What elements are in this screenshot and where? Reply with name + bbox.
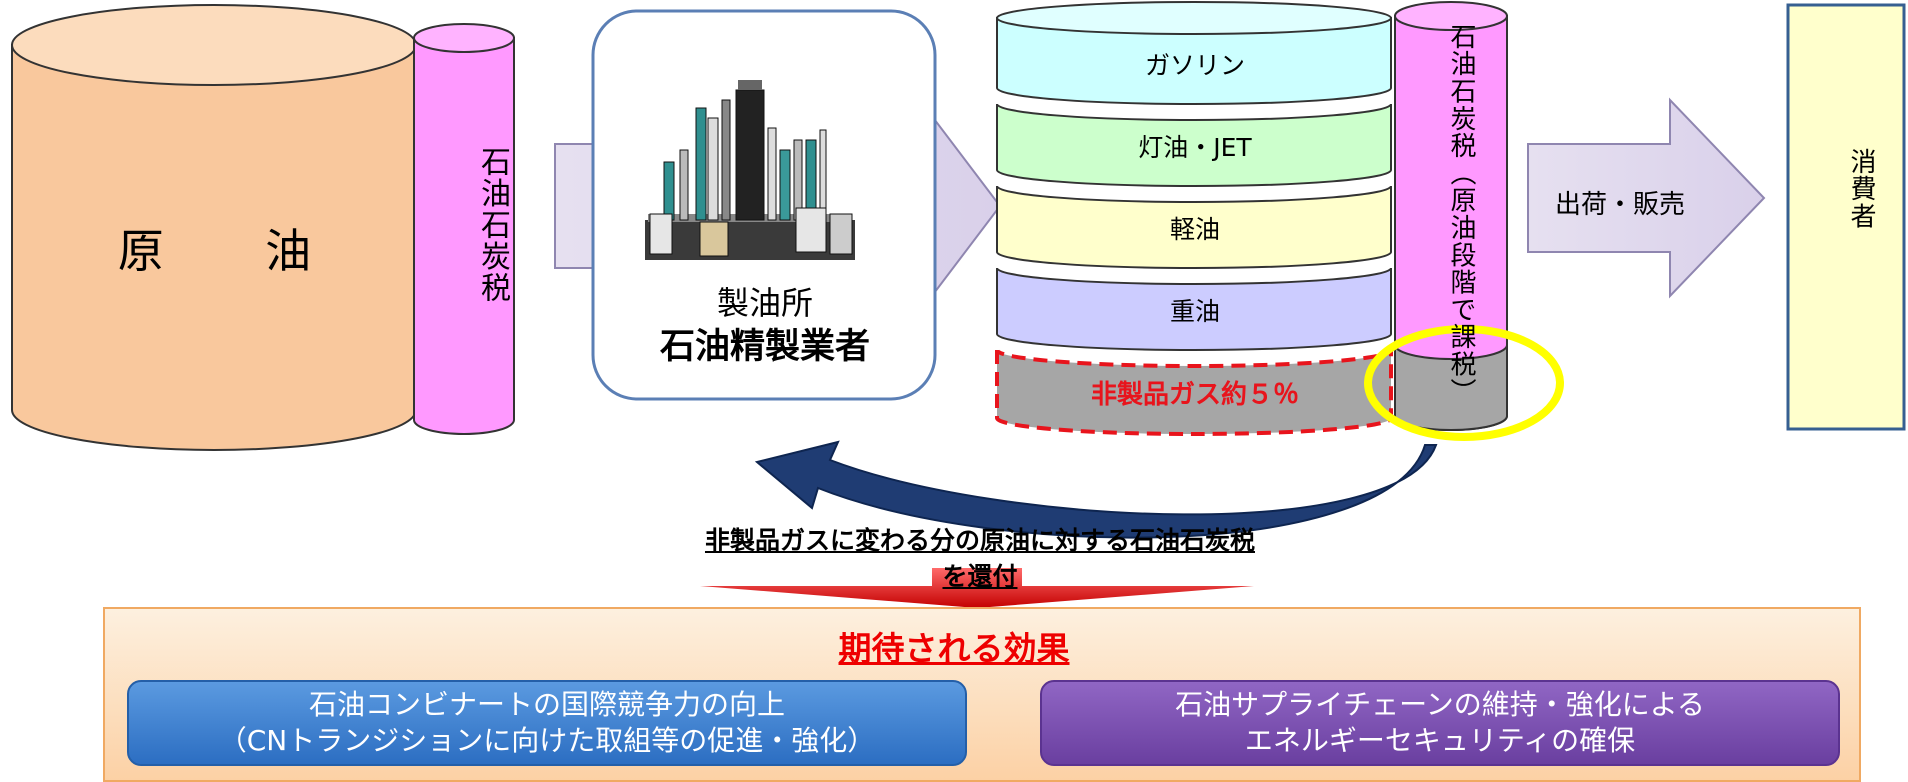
effect-2-line2: エネルギーセキュリティの確保 xyxy=(1244,724,1636,757)
layer-gasoline-label: ガソリン xyxy=(1144,51,1245,80)
consumer-box xyxy=(1786,3,1906,431)
product-tank xyxy=(995,1,1393,436)
refinery-icon xyxy=(645,80,855,260)
effect-2-line1: 石油サプライチェーンの維持・強化による xyxy=(1175,688,1705,721)
refinery-operator: 石油精製業者 xyxy=(659,327,870,367)
layer-heavy-oil-label: 重油 xyxy=(1169,297,1220,326)
non-product-gas-label: 非製品ガス約５％ xyxy=(1090,380,1299,410)
effect-1-line1: 石油コンビナートの国際競争力の向上 xyxy=(308,688,785,721)
effect-competitiveness: 石油コンビナートの国際競争力の向上 （CNトランジションに向けた取組等の促進・強… xyxy=(127,680,967,766)
effect-energy-security: 石油サプライチェーンの維持・強化による エネルギーセキュリティの確保 xyxy=(1040,680,1840,766)
crude-tax-cylinder xyxy=(413,23,515,435)
effects-down-arrow xyxy=(700,568,1254,608)
refinery-name: 製油所 xyxy=(716,284,813,322)
layer-diesel-label: 軽油 xyxy=(1169,215,1220,244)
layer-kerosene-label: 灯油・JET xyxy=(1138,133,1252,162)
crude-oil-label: 原 油 xyxy=(117,224,339,278)
effect-1-line2: （CNトランジションに向けた取組等の促進・強化） xyxy=(218,724,876,757)
crude-tax-label: 石油石炭税 xyxy=(475,146,510,304)
refund-note: 非製品ガスに変わる分の原油に対する石油石炭税を還付 xyxy=(704,526,1255,591)
consumer-label: 消費者 xyxy=(1846,148,1876,230)
highlight-ring xyxy=(1364,325,1564,441)
crude-oil-tank xyxy=(11,4,417,451)
effects-title: 期待される効果 xyxy=(838,629,1070,668)
return-arrow xyxy=(754,440,1438,539)
shipping-label: 出荷・販売 xyxy=(1554,190,1685,220)
product-tax-label: 石油石炭税（原油段階で課税） xyxy=(1446,22,1476,406)
flow-arrow-to-consumer xyxy=(1527,97,1766,299)
